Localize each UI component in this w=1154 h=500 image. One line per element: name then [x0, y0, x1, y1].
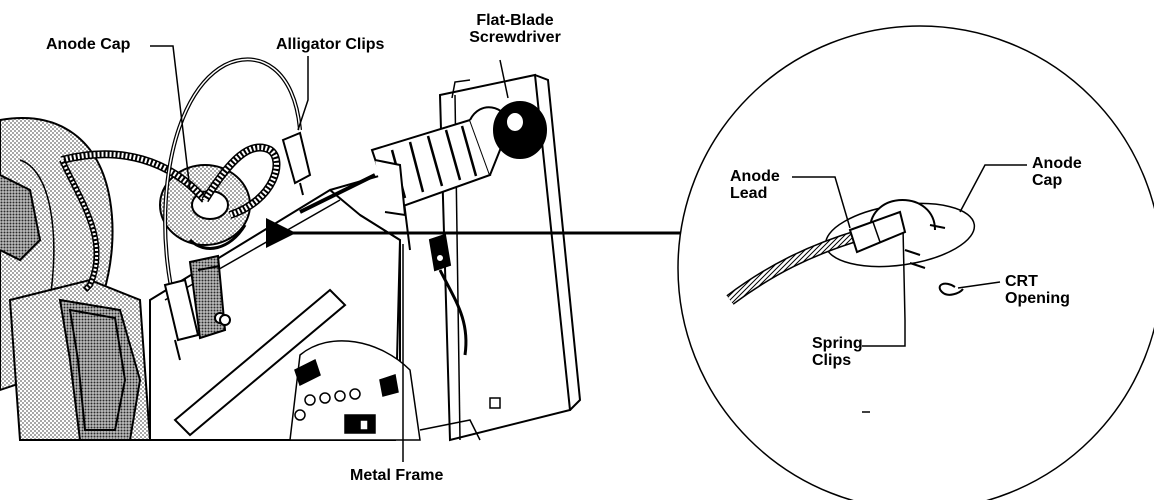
label-anode-cap-line2: Cap — [1032, 172, 1063, 189]
label-anode-lead-line2: Lead — [730, 185, 768, 202]
detail-inset — [677, 25, 1154, 500]
label-anode-cap: Anode Cap — [46, 36, 131, 53]
label-anode-lead-line1: Anode — [730, 168, 780, 185]
label-crt-opening-line2: Opening — [1005, 290, 1070, 307]
alligator-clip-lower — [163, 254, 227, 361]
screwdriver — [299, 101, 547, 217]
label-anode-cap-line1: Anode — [1032, 155, 1082, 172]
label-spring-clips: Spring Clips — [812, 335, 863, 369]
label-alligator-clips: Alligator Clips — [276, 36, 385, 53]
label-anode-cap-detail: Anode Cap — [1032, 155, 1082, 189]
label-spring-clips-line1: Spring — [812, 335, 863, 352]
label-flat-blade-screwdriver: Flat-Blade Screwdriver — [455, 12, 575, 46]
label-spring-clips-line2: Clips — [812, 352, 852, 369]
alligator-clip-upper — [281, 131, 312, 196]
label-crt-opening-line1: CRT — [1005, 273, 1038, 290]
spring-clip-line — [902, 227, 906, 321]
chassis-illustration — [0, 57, 582, 442]
label-flat-blade-line2: Screwdriver — [469, 29, 561, 46]
leader-lines — [150, 45, 1027, 462]
crt-opening-shape — [938, 282, 964, 296]
label-metal-frame: Metal Frame — [350, 467, 444, 484]
label-anode-lead: Anode Lead — [730, 168, 780, 202]
circuit-components — [294, 358, 481, 441]
label-crt-opening: CRT Opening — [1005, 273, 1070, 307]
label-flat-blade-line1: Flat-Blade — [476, 12, 554, 29]
ground-clip — [428, 233, 468, 356]
